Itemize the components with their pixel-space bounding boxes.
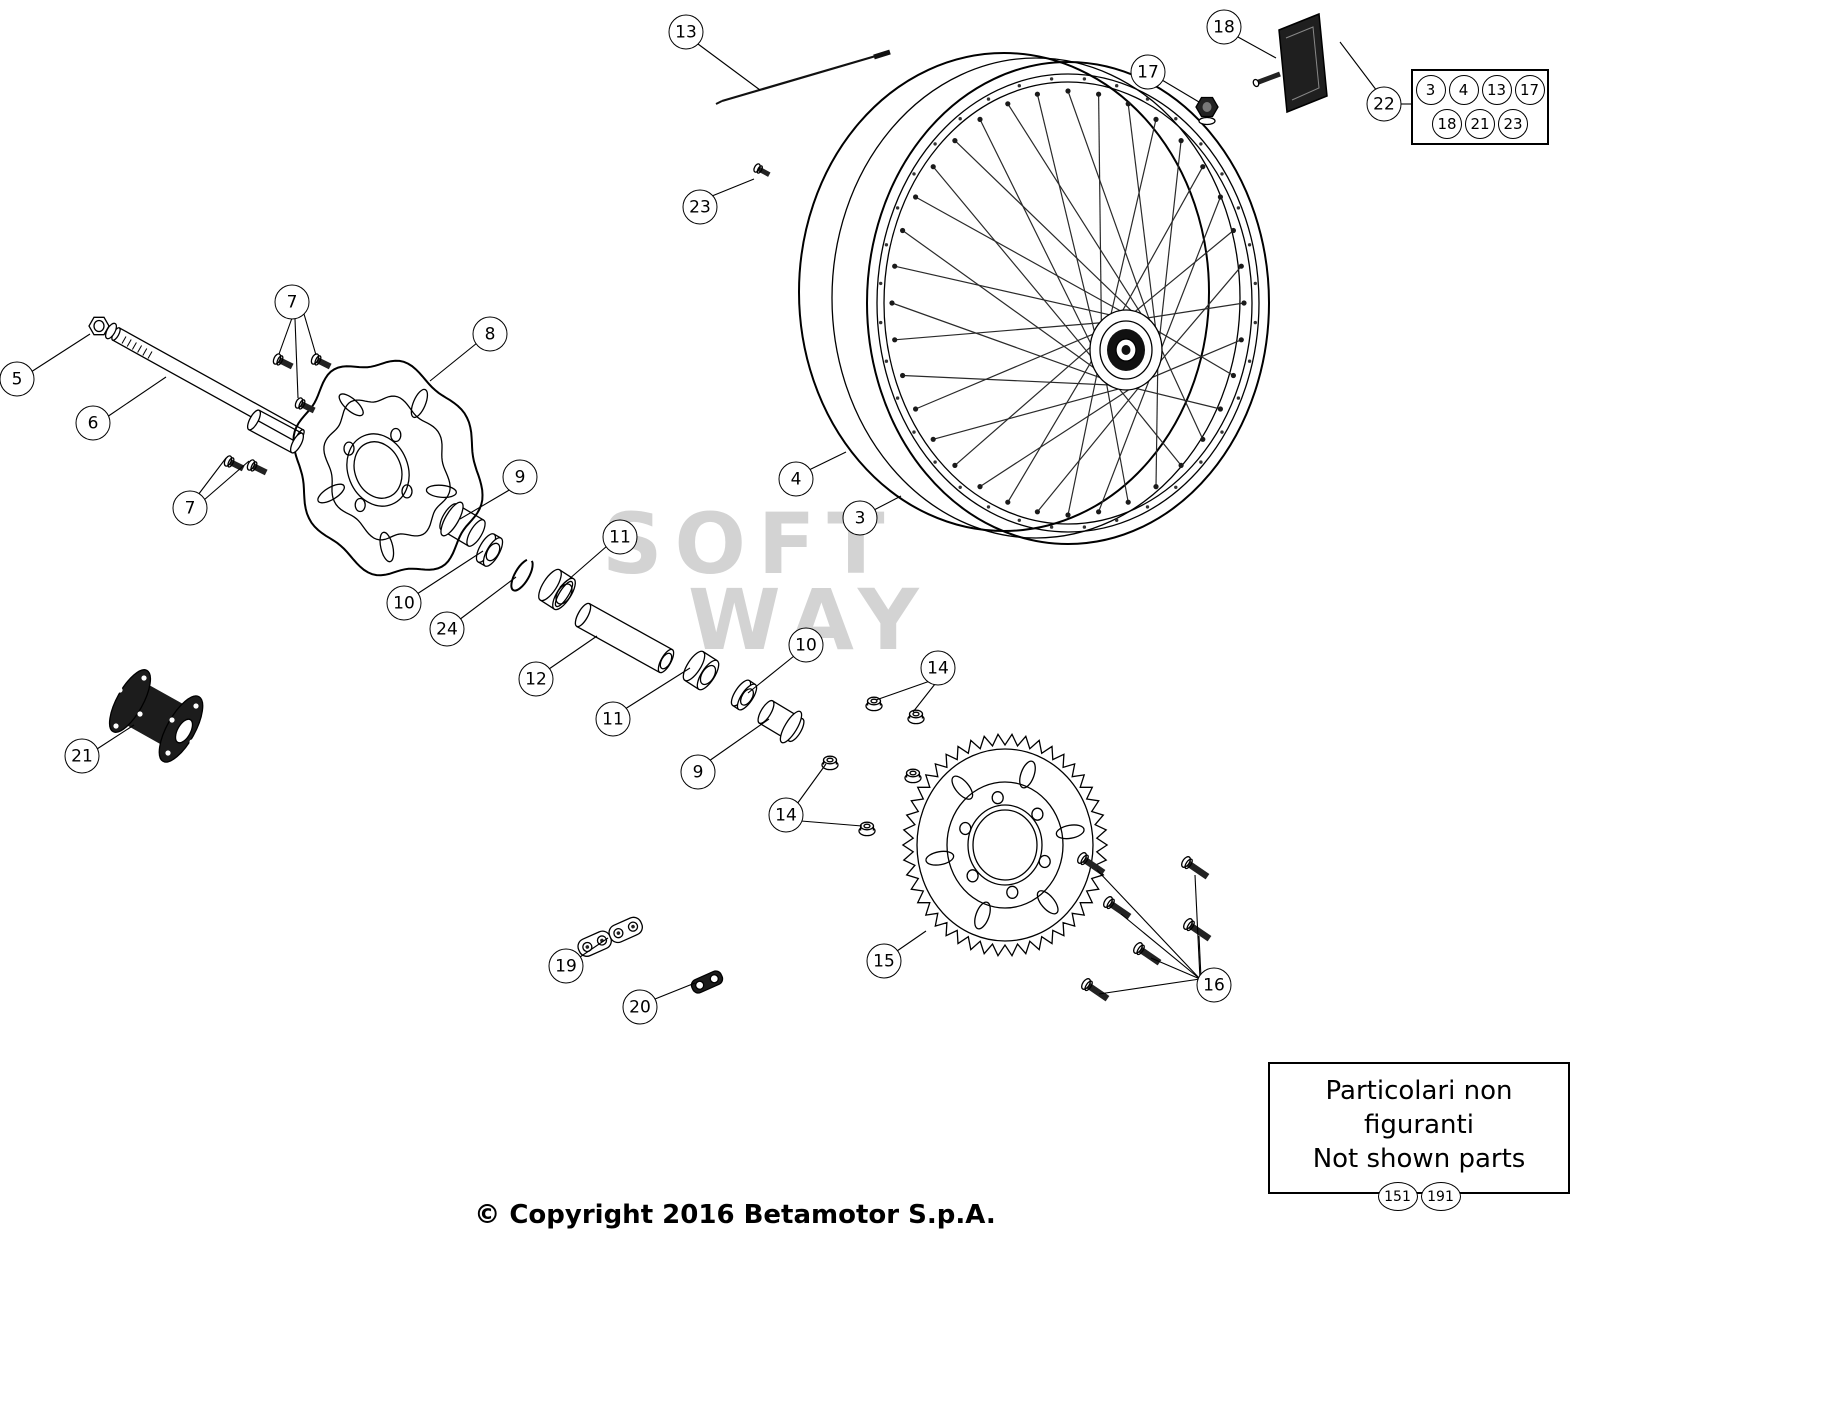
not-shown-title-en: Not shown parts <box>1312 1144 1526 1174</box>
callout-16[interactable]: 16 <box>1196 967 1232 1003</box>
callout-21[interactable]: 21 <box>64 738 100 774</box>
callout-6[interactable]: 6 <box>75 405 111 441</box>
callout-14[interactable]: 14 <box>920 650 956 686</box>
legend-item-21[interactable]: 21 <box>1465 109 1495 139</box>
hub-part <box>108 669 204 763</box>
watermark-line1: SOFT <box>602 495 897 593</box>
callout-19[interactable]: 19 <box>548 948 584 984</box>
callout-22[interactable]: 22 <box>1366 86 1402 122</box>
callout-14[interactable]: 14 <box>768 797 804 833</box>
callout-10[interactable]: 10 <box>788 627 824 663</box>
legend-item-18[interactable]: 18 <box>1432 109 1462 139</box>
legend-item-17[interactable]: 17 <box>1514 75 1545 105</box>
fasteners <box>223 163 1212 1002</box>
callout-11[interactable]: 11 <box>602 519 638 555</box>
callout-20[interactable]: 20 <box>622 989 658 1025</box>
callout-13[interactable]: 13 <box>668 14 704 50</box>
axle-nut <box>1195 96 1219 126</box>
copyright: © Copyright 2016 Betamotor S.p.A. <box>474 1200 996 1230</box>
callout-18[interactable]: 18 <box>1206 9 1242 45</box>
callout-9[interactable]: 9 <box>680 754 716 790</box>
callout-24[interactable]: 24 <box>429 611 465 647</box>
callout-9[interactable]: 9 <box>502 459 538 495</box>
callout-8[interactable]: 8 <box>472 316 508 352</box>
not-shown-box: Particolari non figuranti Not shown part… <box>1268 1062 1570 1211</box>
callout-7[interactable]: 7 <box>274 284 310 320</box>
callout-15[interactable]: 15 <box>866 943 902 979</box>
callout-3[interactable]: 3 <box>842 500 878 536</box>
not-shown-item-151: 151 <box>1377 1182 1418 1211</box>
rear-wheel-rim <box>798 52 1270 545</box>
rear-sprocket <box>901 732 1109 958</box>
leader-lines <box>30 36 1411 1000</box>
legend-item-23[interactable]: 23 <box>1498 109 1528 139</box>
callout-12[interactable]: 12 <box>518 661 554 697</box>
wheel-spokes <box>879 77 1258 529</box>
callout-10[interactable]: 10 <box>386 585 422 621</box>
chain-links <box>577 916 724 994</box>
callout-5[interactable]: 5 <box>0 361 35 397</box>
callout-17[interactable]: 17 <box>1130 54 1166 90</box>
callout-11[interactable]: 11 <box>595 701 631 737</box>
not-shown-title-it: Particolari non figuranti <box>1325 1076 1513 1140</box>
reflector <box>1252 12 1328 114</box>
spoke-part <box>715 49 891 105</box>
callout-4[interactable]: 4 <box>778 461 814 497</box>
wheel-hub-center <box>1089 309 1163 391</box>
legend-item-13[interactable]: 13 <box>1481 75 1512 105</box>
brake-disc <box>292 359 484 577</box>
master-link <box>690 970 724 994</box>
not-shown-item-191: 191 <box>1420 1182 1461 1211</box>
callout-7[interactable]: 7 <box>172 490 208 526</box>
watermark: SOFT WAY <box>602 495 931 662</box>
rear-axle <box>88 316 305 454</box>
callout-23[interactable]: 23 <box>682 189 718 225</box>
legend-item-4[interactable]: 4 <box>1448 75 1479 105</box>
legend-item-3[interactable]: 3 <box>1415 75 1446 105</box>
chain-link <box>577 916 643 957</box>
